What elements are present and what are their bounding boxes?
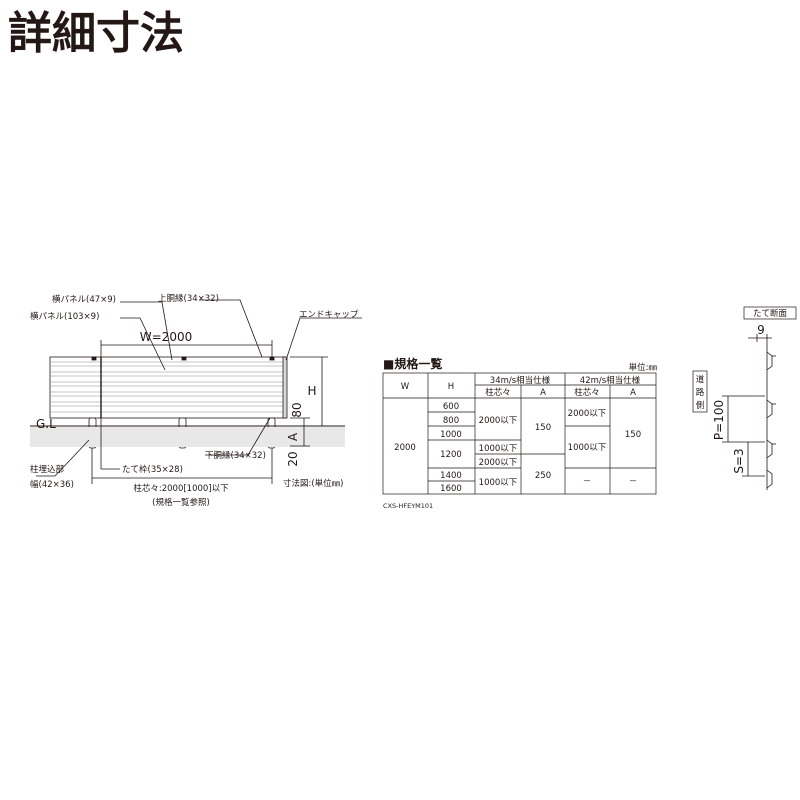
section-title-box [743, 306, 797, 320]
td-p34-c: 2000以下 [479, 458, 518, 468]
td-a42-b: － [629, 477, 638, 487]
label-end-cap: エンドキャップ [299, 310, 359, 320]
label-lower-edge: 下胴縁(34×32) [205, 450, 266, 461]
label-post-width: 幅(42×36) [30, 479, 74, 490]
road-side-char-1: 道 [696, 374, 705, 385]
label-post-pitch: 柱芯々:2000[1000]以下 [133, 483, 229, 494]
td-p34-d: 1000以下 [479, 478, 518, 488]
td-h-600: 600 [443, 402, 459, 412]
td-p34-a: 2000以下 [479, 416, 518, 426]
label-width: W=2000 [140, 330, 192, 344]
end-cap [282, 356, 288, 419]
section-top-dim: 9 [757, 323, 765, 337]
td-h-1200: 1200 [440, 450, 462, 460]
th-h: H [448, 382, 454, 392]
th-wind34: 34m/s相当仕様 [490, 375, 551, 386]
panel-slats [50, 361, 286, 413]
td-h-1400: 1400 [440, 471, 462, 481]
label-yoko-panel-large: 横パネル(103×9) [30, 311, 99, 322]
td-p34-b: 1000以下 [479, 444, 518, 454]
section-view [722, 334, 776, 490]
th-a-42: A [630, 388, 636, 398]
label-a: A [286, 432, 300, 441]
page-title: 詳細寸法 [8, 8, 184, 59]
section-title: たて断面 [753, 308, 788, 319]
fence-panel [49, 356, 287, 419]
th-a-34: A [540, 388, 546, 398]
td-a34-a: 150 [535, 423, 551, 433]
label-vertical-frame: たて枠(35×28) [122, 464, 183, 475]
label-ground: G.L [36, 417, 56, 431]
td-w-value: 2000 [394, 443, 416, 453]
label-gap-80: 80 [290, 402, 304, 417]
th-pitch-34: 柱芯々 [485, 387, 511, 398]
td-p42-b: 1000以下 [568, 443, 607, 453]
road-side-char-3: 側 [696, 400, 705, 411]
road-side-box [692, 370, 708, 413]
th-wind42: 42m/s相当仕様 [580, 375, 641, 386]
td-a42-a: 150 [625, 430, 641, 440]
label-post-pitch-note: (規格一覧参照) [152, 497, 210, 508]
th-pitch-42: 柱芯々 [574, 387, 600, 398]
spec-table [382, 372, 657, 495]
label-height: H [307, 384, 316, 398]
td-h-1000: 1000 [440, 430, 462, 440]
th-w: W [401, 382, 410, 392]
ground-hatch [30, 427, 345, 447]
td-h-800: 800 [443, 416, 459, 426]
elevation-view [30, 299, 362, 484]
td-h-1600: 1600 [440, 484, 462, 494]
label-gap-20: 20 [286, 451, 300, 466]
spec-table-title: ■規格一覧 [383, 356, 442, 371]
section-space: S=3 [732, 448, 746, 473]
label-unit-note: 寸法図:(単位㎜) [283, 478, 344, 489]
spec-table-unit: 単位:㎜ [629, 362, 658, 373]
road-side-char-2: 路 [696, 387, 705, 398]
td-p42-c: － [583, 477, 592, 487]
label-yoko-panel-small: 横パネル(47×9) [52, 294, 116, 305]
td-p42-a: 2000以下 [568, 409, 607, 419]
td-a34-b: 250 [535, 471, 551, 481]
spec-table-code: CXS-HFEYM101 [383, 502, 433, 510]
label-post-embed: 柱埋込部 [30, 464, 65, 475]
label-upper-edge: 上胴縁(34×32) [158, 293, 219, 304]
section-pitch: P=100 [712, 400, 726, 440]
